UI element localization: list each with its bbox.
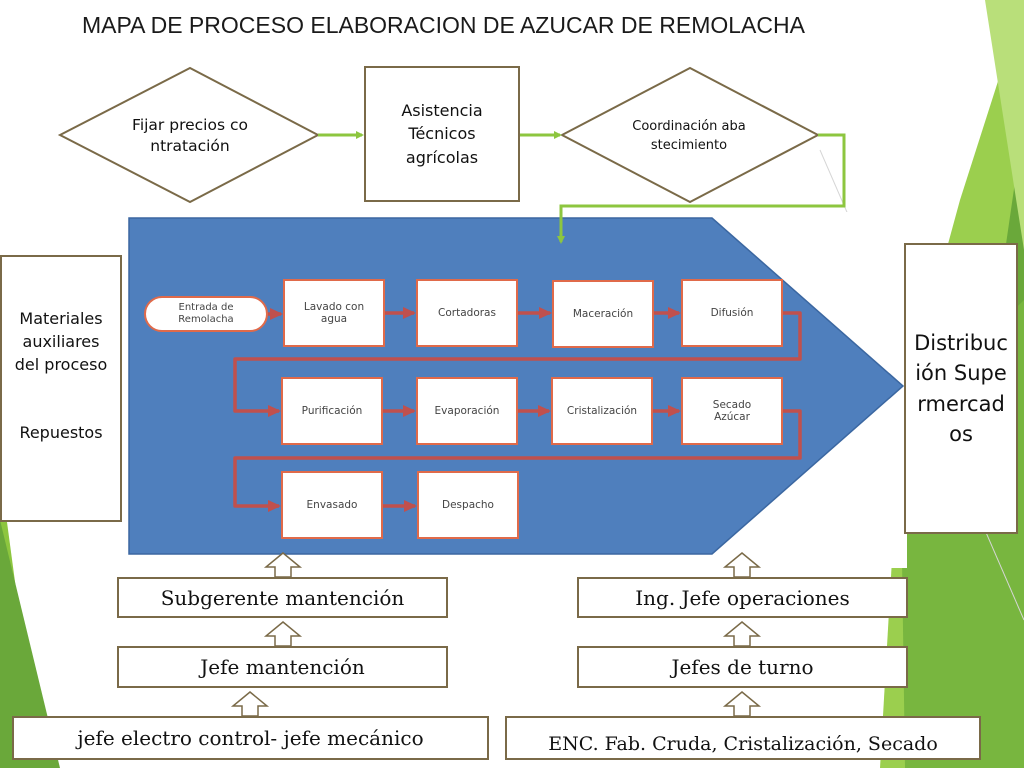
entrada-remolacha: Entrada de Remolacha [144, 296, 268, 332]
repuestos-label: Repuestos [19, 422, 103, 442]
org-label: Jefes de turno [671, 655, 814, 679]
jefes-turno-box: Jefes de turno [577, 646, 908, 688]
asistencia-box: Asistencia Técnicos agrícolas [364, 66, 520, 202]
step-cristalizacion: Cristalización [551, 377, 653, 445]
step-label: Envasado [306, 499, 358, 511]
asistencia-label: Asistencia Técnicos agrícolas [401, 101, 483, 167]
page-title: MAPA DE PROCESO ELABORACION DE AZUCAR DE… [82, 12, 805, 38]
step-envasado: Envasado [281, 471, 383, 539]
step-label: Evaporación [434, 405, 500, 417]
step-maceracion: Maceración [552, 280, 654, 348]
step-label: Cristalización [566, 405, 638, 417]
ing-jefe-box: Ing. Jefe operaciones [577, 577, 908, 618]
org-label: jefe electro control- jefe mecánico [77, 726, 424, 750]
org-label: Ing. Jefe operaciones [635, 585, 850, 610]
step-difusion: Difusión [681, 279, 783, 347]
step-label: Maceración [572, 308, 634, 320]
org-label: Jefe mantención [200, 655, 365, 679]
step-label: Cortadoras [438, 307, 496, 319]
distribucion-box: Distribución Supermercados [904, 243, 1018, 534]
step-purificacion: Purificación [281, 377, 383, 445]
step-cortadoras: Cortadoras [416, 279, 518, 347]
step-label: Secado Azúcar [712, 399, 752, 423]
step-secado: Secado Azúcar [681, 377, 783, 445]
enc-fab-box: ENC. Fab. Cruda, Cristalización, Secado [505, 716, 981, 760]
step-label: Lavado con agua [303, 301, 365, 325]
jefe-electro-box: jefe electro control- jefe mecánico [12, 716, 489, 760]
materiales-box: Materiales auxiliares del proceso Repues… [0, 255, 122, 522]
jefe-mantencion-box: Jefe mantención [117, 646, 448, 688]
org-label: Subgerente mantención [160, 585, 405, 610]
fijar-label-wrap: Fijar precios contratación [130, 88, 250, 183]
step-label: Purificación [301, 405, 363, 417]
step-label: Difusión [710, 307, 754, 319]
fijar-label: Fijar precios contratación [132, 115, 248, 155]
step-despacho: Despacho [417, 471, 519, 539]
step-evaporacion: Evaporación [416, 377, 518, 445]
subgerente-box: Subgerente mantención [117, 577, 448, 618]
materiales-label: Materiales auxiliares del proceso [14, 309, 108, 375]
org-label: ENC. Fab. Cruda, Cristalización, Secado [548, 733, 938, 756]
step-lavado: Lavado con agua [283, 279, 385, 347]
step-label: Despacho [442, 499, 494, 511]
distribucion-label: Distribución Supermercados [914, 330, 1008, 446]
entrada-label: Entrada de Remolacha [178, 301, 234, 326]
